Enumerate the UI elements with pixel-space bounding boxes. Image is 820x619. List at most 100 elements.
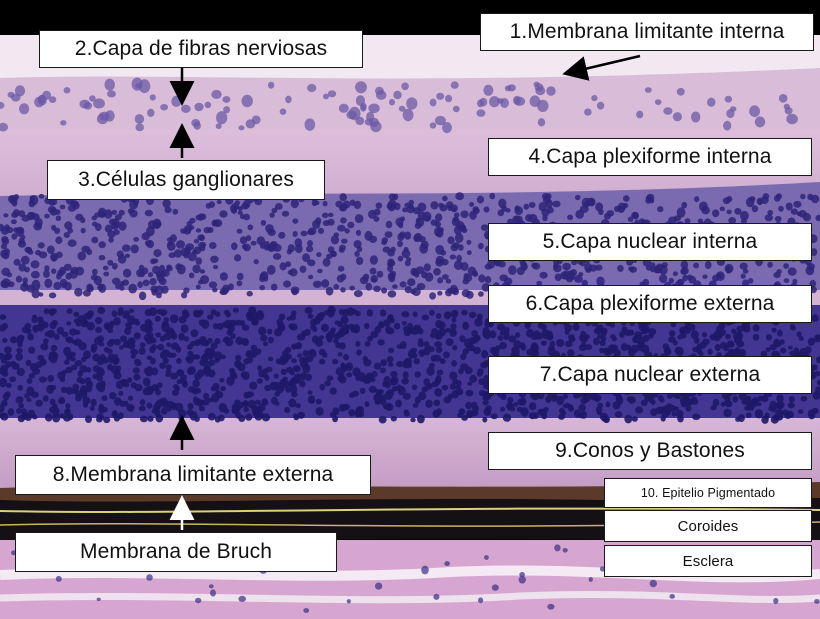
cell-nucleus: [435, 258, 444, 267]
cell-nucleus: [559, 407, 565, 414]
cell-nucleus: [375, 202, 383, 209]
cell-nucleus: [393, 322, 401, 330]
cell-nucleus: [365, 282, 373, 291]
cell-nucleus: [147, 415, 154, 422]
cell-nucleus: [66, 321, 72, 326]
cell-nucleus: [789, 350, 796, 356]
cell-nucleus: [790, 325, 796, 331]
cell-nucleus: [96, 597, 101, 601]
cell-nucleus: [333, 338, 339, 344]
cell-nucleus: [256, 236, 265, 246]
cell-nucleus: [166, 406, 172, 412]
cell-nucleus: [619, 331, 625, 338]
cell-nucleus: [44, 265, 50, 272]
cell-nucleus: [296, 333, 306, 341]
cell-nucleus: [0, 101, 5, 109]
cell-nucleus: [30, 270, 40, 279]
cell-nucleus: [302, 253, 311, 263]
cell-nucleus: [50, 254, 58, 262]
cell-nucleus: [366, 309, 374, 317]
cell-nucleus: [774, 194, 781, 202]
cell-nucleus: [443, 396, 452, 404]
cell-nucleus: [610, 334, 616, 339]
cell-nucleus: [216, 199, 222, 205]
cell-nucleus: [364, 322, 370, 330]
cell-nucleus: [171, 95, 182, 107]
cell-nucleus: [300, 230, 308, 237]
cell-nucleus: [255, 348, 262, 355]
cell-nucleus: [707, 348, 713, 355]
cell-nucleus: [316, 252, 322, 258]
cell-nucleus: [193, 121, 201, 130]
cell-nucleus: [80, 227, 86, 234]
cell-nucleus: [657, 206, 664, 213]
cell-nucleus: [438, 328, 447, 337]
cell-nucleus: [450, 81, 459, 89]
cell-nucleus: [153, 220, 162, 228]
cell-nucleus: [43, 269, 50, 278]
cell-nucleus: [342, 200, 351, 209]
cell-nucleus: [531, 262, 538, 268]
cell-nucleus: [63, 359, 70, 365]
cell-nucleus: [28, 373, 36, 379]
cell-nucleus: [71, 364, 78, 371]
cell-nucleus: [484, 276, 492, 284]
cell-nucleus: [363, 359, 372, 367]
cell-nucleus: [18, 263, 27, 272]
cell-nucleus: [465, 401, 473, 410]
cell-nucleus: [11, 550, 17, 556]
cell-nucleus: [387, 264, 394, 273]
cell-nucleus: [641, 324, 650, 333]
cell-nucleus: [663, 107, 673, 115]
cell-nucleus: [98, 254, 106, 261]
cell-nucleus: [752, 333, 760, 341]
cell-nucleus: [10, 336, 18, 344]
cell-nucleus: [210, 255, 219, 263]
cell-nucleus: [312, 219, 321, 229]
cell-nucleus: [429, 122, 437, 129]
cell-nucleus: [122, 310, 131, 319]
cell-nucleus: [373, 208, 381, 216]
cell-nucleus: [528, 402, 537, 411]
cell-nucleus: [474, 318, 483, 327]
cell-nucleus: [113, 415, 120, 422]
cell-nucleus: [269, 212, 275, 218]
cell-nucleus: [85, 377, 92, 385]
cell-nucleus: [429, 292, 436, 300]
cell-nucleus: [328, 212, 334, 218]
cell-nucleus: [537, 118, 546, 127]
cell-nucleus: [91, 236, 99, 244]
cell-nucleus: [404, 286, 412, 294]
cell-nucleus: [194, 339, 201, 347]
cell-nucleus: [187, 402, 194, 410]
cell-nucleus: [41, 359, 47, 366]
cell-nucleus: [726, 109, 735, 119]
cell-nucleus: [285, 95, 292, 104]
cell-nucleus: [42, 90, 52, 100]
cell-nucleus: [178, 332, 185, 341]
cell-nucleus: [401, 377, 409, 385]
cell-nucleus: [771, 327, 777, 333]
cell-nucleus: [734, 208, 742, 215]
cell-nucleus: [111, 262, 118, 270]
cell-nucleus: [303, 608, 310, 613]
cell-nucleus: [810, 248, 818, 257]
cell-nucleus: [137, 281, 143, 288]
cell-nucleus: [103, 416, 111, 424]
cell-nucleus: [144, 325, 151, 334]
cell-nucleus: [783, 278, 790, 283]
cell-nucleus: [304, 328, 311, 336]
cell-nucleus: [44, 278, 53, 288]
cell-nucleus: [146, 332, 154, 340]
cell-nucleus: [556, 395, 565, 406]
cell-nucleus: [186, 409, 194, 416]
cell-nucleus: [523, 203, 530, 210]
cell-nucleus: [326, 337, 333, 343]
cell-nucleus: [60, 120, 67, 126]
cell-nucleus: [692, 413, 701, 421]
cell-nucleus: [376, 270, 384, 278]
cell-nucleus: [460, 210, 469, 219]
cell-nucleus: [117, 254, 127, 264]
cell-nucleus: [289, 385, 298, 394]
cell-nucleus: [311, 335, 320, 344]
